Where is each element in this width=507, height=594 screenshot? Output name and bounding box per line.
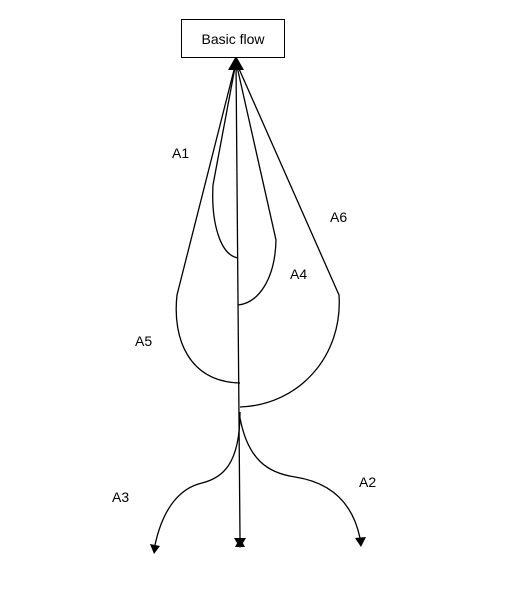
a1-flow-line <box>212 61 239 259</box>
basic-flow-title: Basic flow <box>201 30 265 47</box>
label-a1: A1 <box>172 145 190 161</box>
label-a6: A6 <box>330 209 348 225</box>
basic-flow-line <box>235 61 241 539</box>
label-a3: A3 <box>112 489 130 505</box>
label-a5: A5 <box>135 333 153 349</box>
a2-arrowhead <box>355 537 366 547</box>
basic-flow-arrowhead-fix <box>234 538 246 548</box>
a6-flow-line <box>235 61 340 408</box>
basic-flow-box: Basic flow <box>181 19 285 58</box>
a5-flow-line <box>175 61 241 384</box>
label-a4: A4 <box>290 266 308 282</box>
label-a2: A2 <box>359 474 377 490</box>
a3-flow-line <box>154 411 241 546</box>
a3-arrowhead <box>150 544 160 554</box>
a4-flow-line <box>235 61 277 306</box>
a2-flow-line <box>239 417 361 539</box>
